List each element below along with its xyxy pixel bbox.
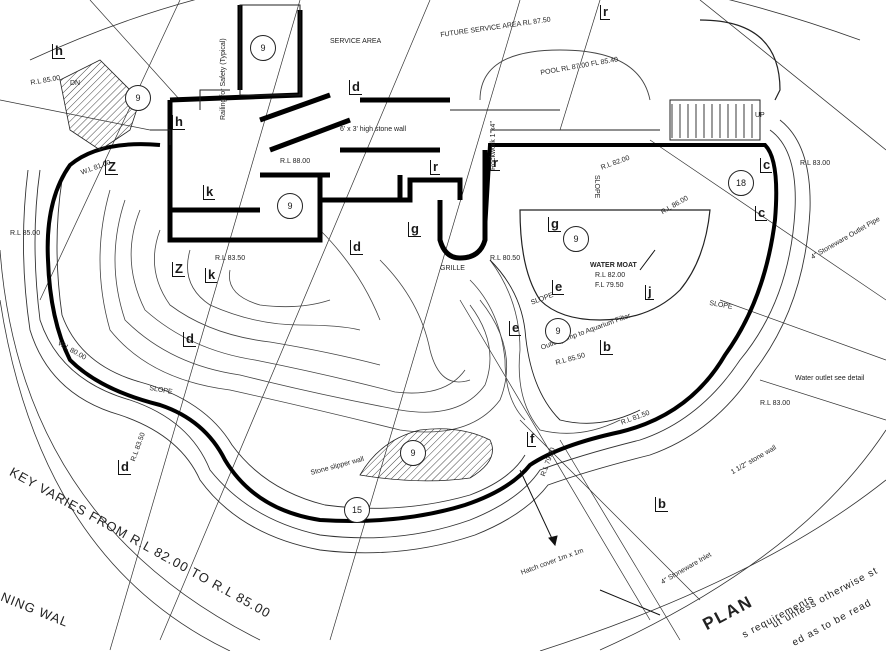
section-tag-r: r [430,160,441,175]
building-thin-lines [150,4,761,145]
path-rings [23,119,811,554]
section-tag-d: d [183,332,196,347]
rl-label: R.L 83.00 [800,160,831,167]
service-area-label: SERVICE AREA [330,38,382,45]
circled-number: 15 [344,497,370,523]
section-tag-h: h [52,44,65,59]
section-tag-f: f [527,432,537,447]
section-tag-g: g [408,222,421,237]
section-tag-c: c [760,158,773,173]
grille-label: GRILLE [440,265,465,272]
section-tag-d: d [350,240,363,255]
rl-label: R.L 80.50 [490,255,521,262]
section-tag-b: b [600,340,613,355]
rl-label: R.L 83.00 [760,400,791,407]
section-tag-j: j [645,285,654,300]
circled-number: 9 [545,318,571,344]
circled-number: 9 [277,193,303,219]
hatched-zone-west [59,59,141,151]
contours [99,189,621,434]
section-tag-z: Z [172,262,185,277]
section-tag-z: Z [105,160,118,175]
dimension-arrows [519,249,661,616]
building-walls [167,5,488,261]
circled-number: 9 [125,85,151,111]
section-tag-k: k [203,185,216,200]
section-tag-e: e [552,280,565,295]
steps-dn-label: DN [70,80,81,87]
circled-number: 9 [563,226,589,252]
water-moat-fl: F.L 79.50 [595,282,624,289]
section-tag-r: r [490,156,501,171]
circled-number: 9 [250,35,276,61]
main-boundary-wall [45,142,779,523]
water-moat-label: WATER MOAT [590,262,637,269]
rl-label: R.L 85.00 [10,230,41,237]
circled-number: 9 [400,440,426,466]
section-tag-g: g [548,217,561,232]
rl-label: R.L 88.00 [280,158,311,165]
section-tag-k: k [205,268,218,283]
high-stone-wall-note: 6' x 3' high stone wall [340,126,407,133]
section-tag-b: b [655,497,668,512]
pool-curve [479,49,651,101]
section-tag-d: d [349,80,362,95]
hatched-zone-south [359,428,493,482]
water-outlet-note: Water outlet see detail [795,375,865,382]
section-tag-e: e [509,321,522,336]
moat-island [519,209,711,321]
section-tag-c: c [755,206,768,221]
railing-note: Railing for Safety (Typical) [220,38,227,120]
steps-up-label: UP [755,112,765,119]
water-moat-rl: R.L 82.00 [595,272,626,279]
slope-label-1: SLOPE [593,175,600,199]
moat-inner [489,259,641,424]
circled-number: 18 [728,170,754,196]
section-tag-d: d [118,460,131,475]
rl-label: R.L 83.50 [215,255,246,262]
steps-east [671,104,753,138]
section-tag-h: h [172,115,185,130]
section-tag-r: r [600,5,611,20]
future-area-curve [699,19,781,101]
